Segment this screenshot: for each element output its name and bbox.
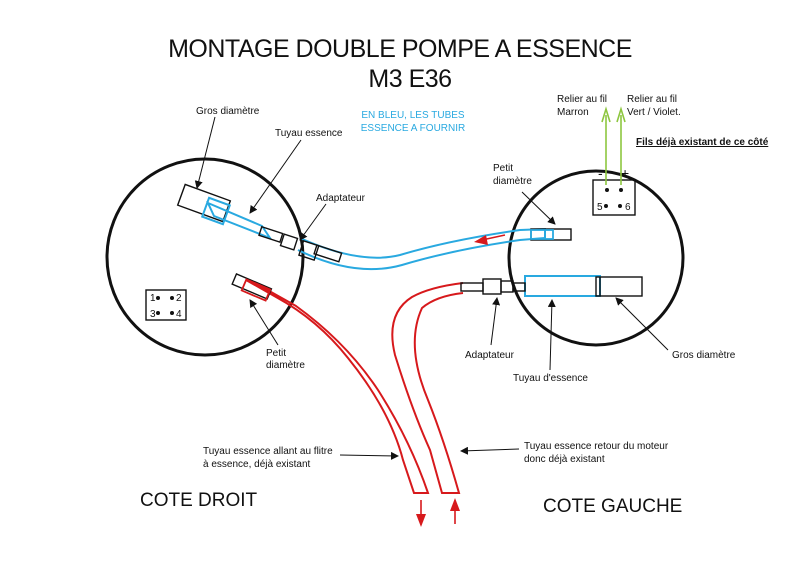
relier-marron-line1: Relier au fil xyxy=(557,94,607,105)
red-tube-filter xyxy=(245,279,430,527)
right-pump-circle xyxy=(507,169,685,347)
relier-vert-line1: Relier au fil xyxy=(627,94,677,105)
green-wire-marron xyxy=(601,106,611,185)
terminal-3: 3 xyxy=(150,309,156,320)
left-terminal-block: 1 2 3 4 xyxy=(145,289,187,321)
green-wire-vert xyxy=(616,106,626,185)
right-terminal-block: 5 6 - + xyxy=(592,165,636,216)
label-petit-right-line1: Petit xyxy=(493,163,513,174)
red-tube-return xyxy=(391,282,464,524)
right-adapter xyxy=(460,278,526,295)
label-adaptateur-left: Adaptateur xyxy=(316,193,366,204)
leader-gros-left xyxy=(194,116,216,189)
fils-existant-label: Fils déjà existant de ce côté xyxy=(636,137,769,148)
cote-droit-label: COTE DROIT xyxy=(140,490,258,511)
red-flow-arrow xyxy=(474,234,506,245)
blue-tube-left-inlet xyxy=(176,183,273,241)
terminal-plus: + xyxy=(621,165,629,181)
leader-adapt-right xyxy=(490,297,501,346)
diagram-title: MONTAGE DOUBLE POMPE A ESSENCE xyxy=(168,35,632,63)
leader-tuyau-left xyxy=(249,139,302,214)
terminal-2: 2 xyxy=(176,293,182,304)
leader-petit-right xyxy=(521,191,556,225)
label-filtre-line1: Tuyau essence allant au flitre xyxy=(203,446,333,457)
label-filtre-line2: à essence, déjà existant xyxy=(203,459,311,470)
label-petit-right-line2: diamètre xyxy=(493,176,532,187)
label-retour-line2: donc déjà existant xyxy=(524,454,605,465)
relier-vert-line2: Vert / Violet. xyxy=(627,107,681,118)
right-small-pipe xyxy=(530,228,572,241)
blue-note-line2: ESSENCE A FOURNIR xyxy=(361,123,465,134)
left-small-pipe xyxy=(231,273,273,302)
label-gros-diametre-right: Gros diamètre xyxy=(672,350,736,361)
terminal-1: 1 xyxy=(150,293,156,304)
label-retour-line1: Tuyau essence retour du moteur xyxy=(524,441,669,452)
label-petit-left-line2: diamètre xyxy=(266,360,305,371)
terminal-5: 5 xyxy=(597,202,603,213)
blue-tube-right-outlet xyxy=(524,275,643,297)
cote-gauche-label: COTE GAUCHE xyxy=(543,496,682,517)
blue-note-line1: EN BLEU, LES TUBES xyxy=(361,110,465,121)
terminal-4: 4 xyxy=(176,309,182,320)
diagram-subtitle: M3 E36 xyxy=(368,65,451,93)
leader-filtre xyxy=(339,451,399,460)
relier-marron-line2: Marron xyxy=(557,107,589,118)
label-tuyau-essence-right: Tuyau d'essence xyxy=(513,373,588,384)
leader-tuyau-right xyxy=(547,299,556,371)
leader-gros-right xyxy=(615,297,669,351)
label-gros-diametre-left: Gros diamètre xyxy=(196,106,260,117)
leader-retour xyxy=(460,446,520,455)
leader-adapt-left xyxy=(299,203,327,241)
label-tuyau-essence-left: Tuyau essence xyxy=(275,128,343,139)
left-adapter xyxy=(258,225,343,263)
leader-petit-left xyxy=(249,299,279,346)
label-adaptateur-right: Adaptateur xyxy=(465,350,515,361)
left-pump-circle xyxy=(105,157,305,357)
label-petit-left-line1: Petit xyxy=(266,348,286,359)
terminal-6: 6 xyxy=(625,202,631,213)
terminal-minus: - xyxy=(598,165,603,181)
